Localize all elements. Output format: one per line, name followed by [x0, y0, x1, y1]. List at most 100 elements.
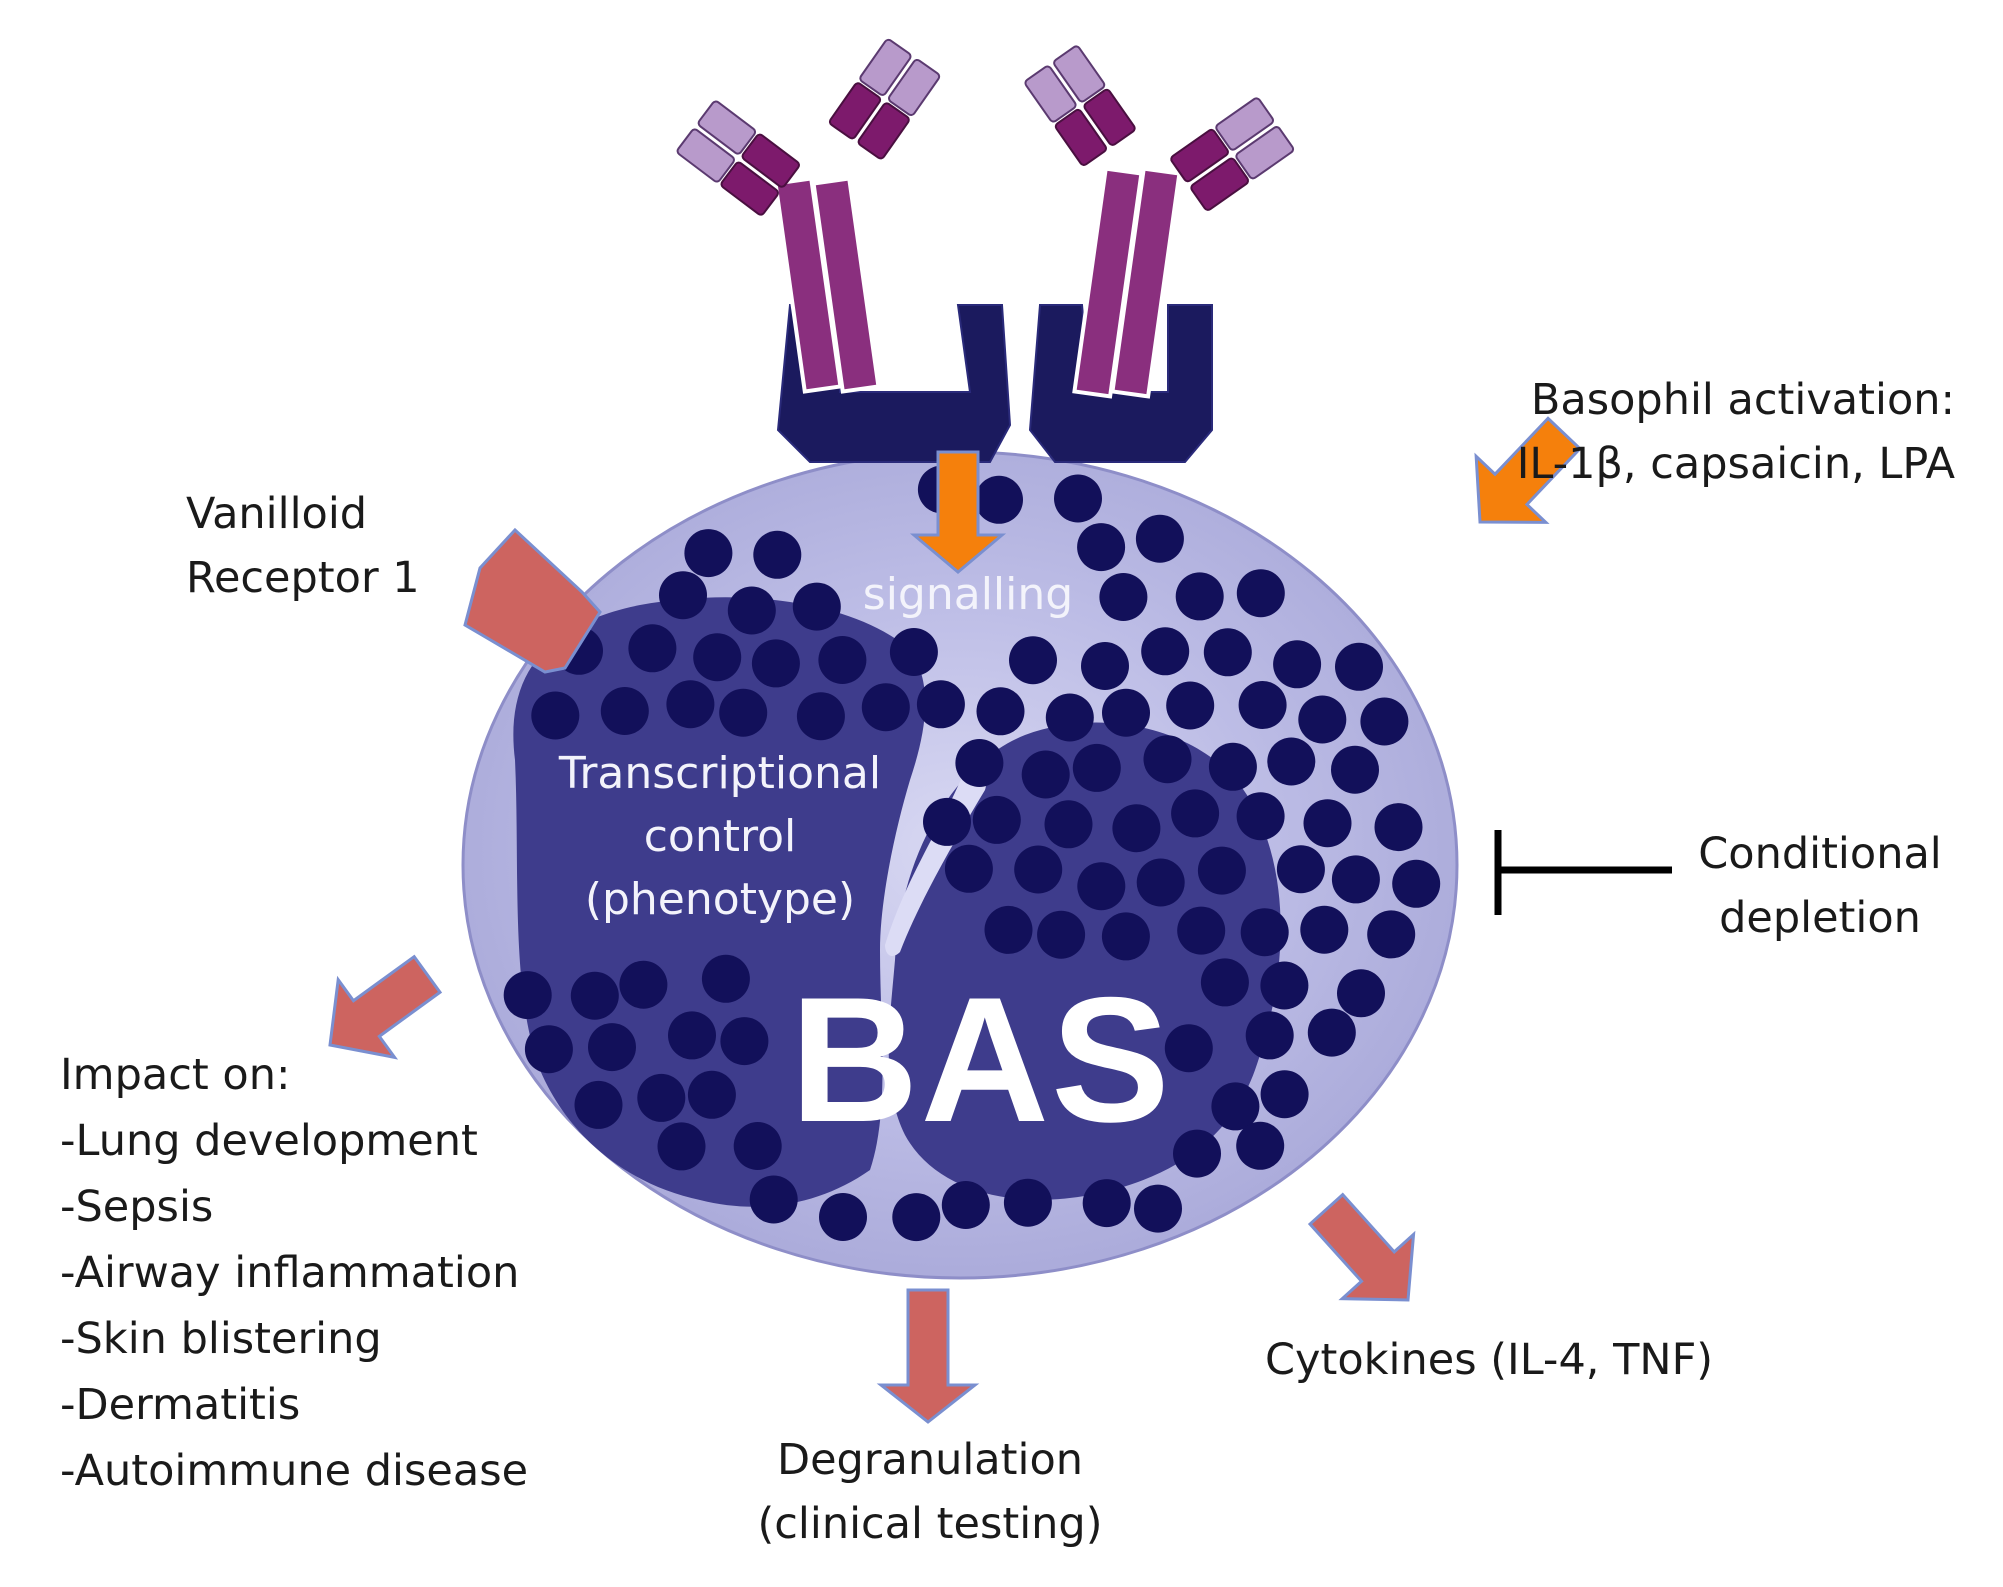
granule-icon [1021, 750, 1070, 799]
granule-icon [1072, 743, 1121, 792]
granule-icon [1260, 961, 1309, 1010]
impact-item: -Skin blistering [60, 1314, 382, 1364]
vanilloid-receptor-label: Vanilloid Receptor 1 [186, 482, 420, 610]
granule-icon [1099, 573, 1148, 621]
granule-icon [666, 680, 715, 729]
granule-icon [720, 1017, 769, 1066]
granule-icon [1081, 642, 1129, 690]
granule-icon [1273, 640, 1322, 689]
granule-icon [684, 529, 733, 578]
impact-heading: Impact on: [60, 1050, 291, 1100]
granule-icon [1009, 636, 1057, 685]
granule-icon [1166, 681, 1215, 730]
granule-icon [628, 624, 677, 673]
granule-icon [792, 582, 841, 631]
granule-icon [1374, 803, 1423, 852]
granule-icon [531, 691, 580, 740]
granule-icon [944, 844, 993, 893]
signalling-arrow [909, 450, 1007, 574]
granule-icon [570, 971, 619, 1020]
granule-icon [955, 739, 1004, 787]
granule-icon [1236, 1121, 1285, 1170]
granule-icon [1134, 1184, 1182, 1233]
granule-icon [1077, 523, 1126, 572]
granule-icon [1044, 800, 1093, 849]
granule-icon [1141, 627, 1190, 676]
activation-arrow [1474, 416, 1583, 524]
granule-icon [701, 954, 750, 1003]
granule-icon [889, 628, 938, 676]
degranulation-arrow [876, 1288, 980, 1424]
granule-icon [1392, 859, 1441, 908]
impact-item: -Sepsis [60, 1182, 214, 1232]
granule-icon [1003, 1178, 1052, 1227]
transcriptional-line-1: Transcriptional [558, 748, 882, 799]
granule-icon [733, 1122, 782, 1170]
granule-icon [976, 687, 1025, 736]
granule-icon [1331, 745, 1379, 794]
granule-icon [861, 683, 910, 732]
granule-icon [941, 1181, 990, 1229]
cell-name: BAS [790, 960, 1172, 1159]
granule-icon [1307, 1008, 1356, 1057]
granule-icon [984, 905, 1033, 954]
granule-icon [1197, 846, 1246, 895]
transcriptional-control-label: Transcriptional control (phenotype) [520, 742, 920, 931]
granule-icon [916, 680, 965, 729]
granule-icon [693, 633, 742, 682]
basophil-activation-label: Basophil activation: IL-1β, capsaicin, L… [1500, 368, 1955, 496]
IgE-antibody-right [1024, 45, 1295, 399]
transcriptional-line-3: (phenotype) [584, 874, 856, 925]
granule-icon [1045, 693, 1094, 742]
granule-icon [1331, 855, 1380, 904]
IgE-antibody-left [676, 38, 941, 394]
conditional-line-2: depletion [1719, 893, 1921, 943]
transcriptional-line-2: control [643, 811, 797, 862]
granule-icon [923, 797, 971, 846]
granule-icon [1300, 905, 1349, 954]
granule-icon [1236, 792, 1285, 841]
nucleus-right-lobe [888, 722, 1281, 1200]
granule-icon [1298, 695, 1347, 744]
cytokines-arrow [1307, 1192, 1416, 1302]
granule-icon [1238, 681, 1287, 729]
depletion-inhibit-line [1494, 830, 1672, 915]
activation-line-2: IL-1β, capsaicin, LPA [1516, 439, 1955, 489]
impact-arrow [328, 954, 443, 1060]
granule-icon [972, 795, 1021, 844]
granule-icon [1171, 789, 1220, 838]
granule-icon [1177, 906, 1226, 955]
granule-icon [819, 1193, 867, 1241]
granule-icon [1335, 642, 1383, 691]
degranulation-line-1: Degranulation [776, 1435, 1084, 1485]
impact-item: -Airway inflammation [60, 1248, 520, 1298]
signalling-label: signalling [862, 569, 1074, 620]
granules [503, 465, 1441, 1242]
granule-icon [1200, 958, 1249, 1007]
granule-icon [975, 475, 1023, 524]
granule-icon [1173, 1129, 1221, 1178]
conditional-line-1: Conditional [1698, 829, 1942, 879]
granule-icon [1054, 474, 1102, 523]
impact-item: -Autoimmune disease [60, 1446, 529, 1496]
granule-icon [796, 692, 845, 741]
granule-icon [1240, 908, 1289, 957]
activation-line-1: Basophil activation: [1530, 375, 1955, 425]
vanilloid-line-2: Receptor 1 [186, 553, 420, 603]
granule-icon [818, 636, 867, 684]
impact-item: -Lung development [60, 1116, 478, 1166]
vanilloid-line-1: Vanilloid [186, 489, 368, 539]
degranulation-line-2: (clinical testing) [757, 1499, 1103, 1549]
granule-icon [1082, 1179, 1131, 1228]
granule-icon [1102, 688, 1150, 737]
granule-icon [1101, 912, 1150, 961]
cytokines-label: Cytokines (IL-4, TNF) [1265, 1335, 1714, 1385]
granule-icon [727, 586, 776, 635]
granule-icon [1175, 572, 1224, 621]
granule-icon [1164, 1024, 1213, 1073]
granule-icon [1337, 969, 1385, 1018]
granule-icon [574, 1080, 623, 1129]
granule-icon [637, 1073, 686, 1122]
granule-icon [1143, 735, 1192, 784]
